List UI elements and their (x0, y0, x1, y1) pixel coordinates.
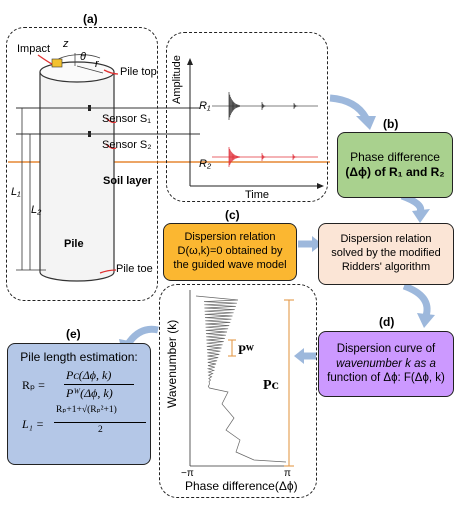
time-label: Time (245, 189, 270, 201)
l1-denominator: 2 (98, 425, 103, 435)
theta-label: θ (80, 51, 86, 63)
d-line-2: wavenumber k as a (336, 357, 436, 370)
arrow-head-2 (412, 209, 430, 223)
impact-hammer (51, 58, 63, 68)
PC-label: Pᴄ (263, 378, 279, 393)
radius-line (76, 65, 104, 74)
b-line-1: Phase difference (350, 150, 440, 164)
r-label: r (95, 58, 99, 70)
dispersion-relation-box: Dispersion relation D(ω,k)=0 obtained by… (163, 223, 297, 281)
time-axis-arrow (317, 183, 324, 189)
rp-lhs: Rₚ = (22, 378, 45, 392)
arrow-head-5 (294, 348, 304, 364)
arrow-solved-to-d (402, 282, 431, 318)
d-line-3: function of Δϕ: F(Δϕ, k) (327, 372, 445, 385)
PW-label: Pᵂ (238, 342, 254, 357)
panel-label-d: (d) (379, 315, 395, 329)
arrow-head-3 (312, 236, 322, 252)
pile-top-label: Pile top (120, 66, 157, 78)
panel-label-c: (c) (225, 208, 240, 222)
rp-numerator: Pᴄ(Δϕ, k) (66, 368, 112, 382)
rp-formula: Rₚ = Pᴄ(Δϕ, k) Pᵂ(Δϕ, k) (14, 365, 144, 405)
ridders-solution-box: Dispersion relation solved by the modifi… (318, 223, 454, 285)
impact-pointer (37, 54, 53, 65)
tick-pi: π (284, 468, 291, 479)
z-label: z (63, 38, 69, 50)
pile-panel-frame (6, 27, 158, 301)
b-line-2: (Δϕ) of R₁ and R₂ (345, 165, 445, 179)
rp-fraction-bar (64, 384, 134, 385)
c-line-1: Dispersion relation (184, 231, 276, 244)
d-line-1: Dispersion curve of (336, 343, 436, 356)
pile-body (39, 72, 115, 282)
pile-top-pointer (103, 69, 119, 75)
R1-waveform (228, 92, 298, 120)
dispersion-plot-frame (159, 284, 317, 498)
dispersion-curve-box: Dispersion curve of wavenumber k as a fu… (318, 331, 454, 397)
phase-difference-box: Phase difference (Δϕ) of R₁ and R₂ (337, 132, 453, 198)
panel-label-b: (b) (383, 117, 399, 131)
panel-label-e: (e) (66, 327, 81, 341)
arrow-head-1 (356, 116, 376, 130)
panel-label-a: (a) (83, 12, 98, 26)
k-axis-label: Wavenumber (k) (165, 319, 179, 408)
pile-toe-label: Pile toe (116, 263, 153, 275)
e-title: Pile length estimation: (20, 350, 138, 364)
arrow-signal-to-b (329, 94, 370, 120)
amplitude-axis-arrow (187, 58, 193, 65)
L1-label: L₁ (11, 186, 21, 198)
phase-axis-label: Phase difference(Δϕ) (185, 479, 298, 493)
pile-label: Pile (64, 238, 84, 250)
impact-label: Impact (17, 43, 51, 55)
pile-toe-pointer (99, 269, 117, 274)
sensor-2-pointer (105, 143, 117, 150)
sensor-1-pointer (105, 117, 117, 124)
c-line-2: D(ω,k)=0 obtained by (177, 245, 283, 258)
L2-label: L₂ (31, 204, 42, 216)
R1-label: R₁ (199, 100, 211, 112)
sensor-1-label: Sensor S₁ (102, 113, 151, 125)
signal-panel-frame (166, 32, 328, 202)
c-line-3: the guided wave model (173, 258, 287, 271)
l1-fraction-bar (54, 422, 146, 423)
solved-line-3: Ridders' algorithm (341, 260, 431, 273)
rp-denominator: Pᵂ(Δϕ, k) (66, 386, 113, 400)
solved-line-2: solved by the modified (331, 247, 441, 260)
solved-line-1: Dispersion relation (340, 233, 432, 246)
tick-minus-pi: −π (181, 468, 194, 479)
sensor-2-label: Sensor S₂ (102, 139, 152, 151)
R2-label: R₂ (199, 158, 212, 170)
soil-layer-label: Soil layer (103, 175, 152, 187)
R2-waveform (228, 147, 297, 167)
l1-lhs: L₁ = (22, 417, 44, 431)
l1-numerator: Rₚ+1+√(Rₚ²+1) (56, 405, 117, 415)
l1-formula: L₁ = Rₚ+1+√(Rₚ²+1) 2 (14, 405, 146, 445)
arrow-head-4 (417, 313, 435, 328)
dispersion-curve (195, 295, 287, 463)
pile-length-box: Pile length estimation: Rₚ = Pᴄ(Δϕ, k) P… (7, 343, 151, 465)
